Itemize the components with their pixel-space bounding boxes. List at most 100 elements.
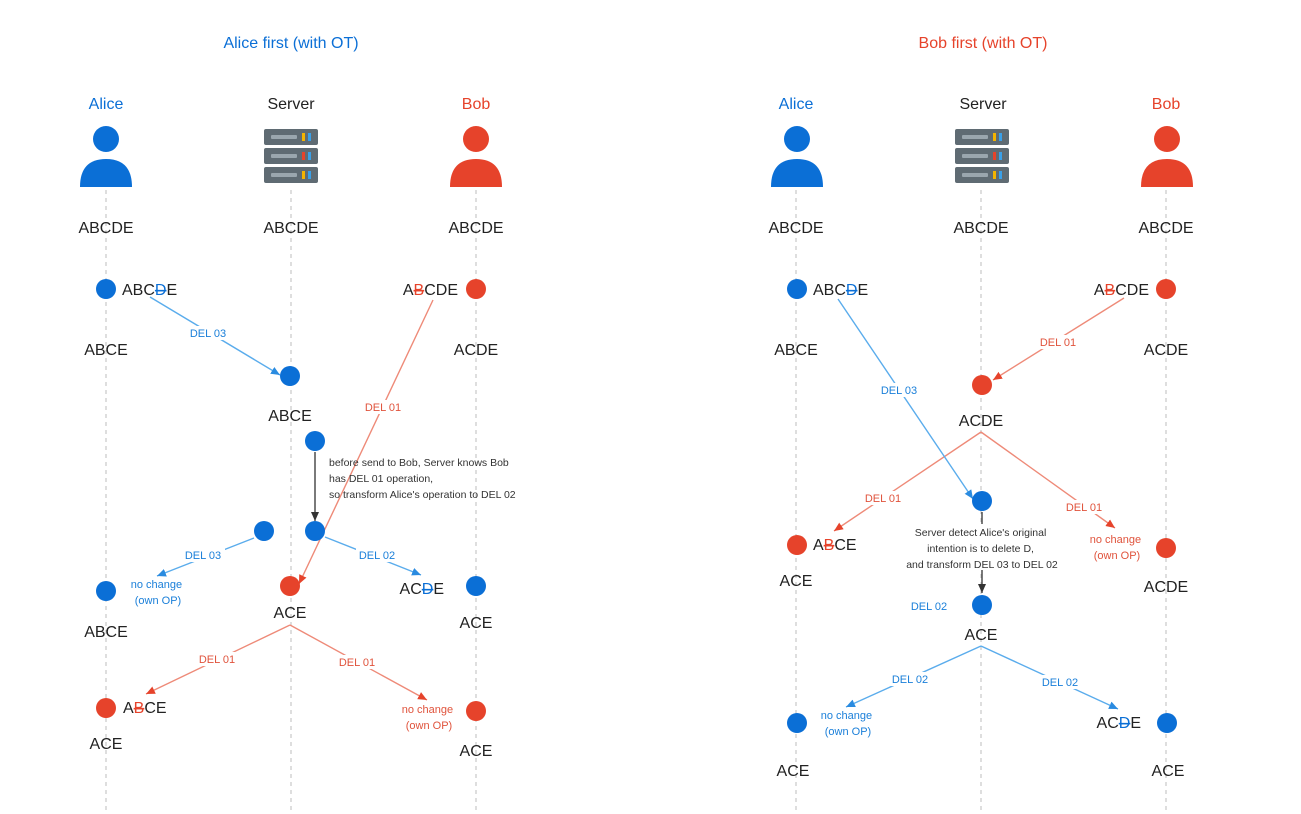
left-server-transform-dot [305,431,325,451]
right-server-initial: ABCDE [953,220,1008,237]
right-header-alice: Alice [779,96,814,113]
label-bg [356,548,400,562]
right-bob-recv-text: ACDE [1097,715,1141,732]
deleted-char: D [155,282,167,299]
deleted-char: B [824,537,835,554]
label-bg [362,400,406,414]
note-bg [905,524,1059,570]
text-part: E [857,282,868,299]
text-part: A [1094,282,1105,299]
left-no-change-bob: no change (own OP) [402,704,456,732]
right-alice-recv-dot [787,535,807,555]
note-line: no change [131,579,182,591]
label-bg [336,655,380,669]
lifelines [105,190,1167,814]
text-part: A [123,700,134,717]
right-server-icon [955,129,1009,183]
note-line: intention is to delete D, [927,543,1034,555]
right-alice-person-icon [771,126,823,187]
left-bob-final1: ACE [460,615,493,632]
label-bg [181,548,225,562]
right-diagram: Bob first (with OT) Alice Server Bob ABC… [768,35,1193,780]
left-alice-recv-dot [96,698,116,718]
left-del03-label: DEL 03 [190,328,226,340]
right-server-final: ACE [965,627,998,644]
note-line: (own OP) [825,726,871,738]
text-part: AC [400,581,422,598]
text-part: A [813,537,824,554]
right-bob-recv-dot [1157,713,1177,733]
label-bg [877,383,921,397]
left-alice-final: ACE [90,736,123,753]
right-del03-label: DEL 03 [881,385,917,397]
note-line: (own OP) [1094,550,1140,562]
left-server-note: before send to Bob, Server knows Bob has… [329,457,516,501]
left-no-change-alice: no change (own OP) [131,579,185,607]
right-bob-noop-dot [1156,538,1176,558]
left-server-alice-dot [280,366,300,386]
left-alice-recv-text: ABCE [123,700,167,717]
left-del02-label: DEL 02 [359,550,395,562]
right-del02-bob-label: DEL 02 [1042,677,1078,689]
left-bob-person-icon [450,126,502,187]
right-alice-recv-text: ABCE [813,537,857,554]
right-bob-initial: ABCDE [1138,220,1193,237]
note-line: before send to Bob, Server knows Bob [329,457,509,469]
right-server-transformed-dot [972,595,992,615]
left-del03-back-label: DEL 03 [185,550,221,562]
right-server-bob-dot [972,375,992,395]
right-del02-side-label: DEL 02 [911,601,947,613]
right-bob-after2: ACDE [1144,579,1188,596]
text-part: CDE [424,282,458,299]
right-bob-after: ACDE [1144,342,1188,359]
note-line: has DEL 01 operation, [329,473,433,485]
left-title: Alice first (with OT) [223,35,358,52]
right-server-note: Server detect Alice's original intention… [906,527,1058,571]
right-alice-op-text: ABCDE [813,282,868,299]
note-line: Server detect Alice's original [915,527,1047,539]
note-line: and transform DEL 03 to DEL 02 [906,559,1058,571]
right-server-alice-dot [972,491,992,511]
note-line: no change [1090,534,1141,546]
left-header-server: Server [267,96,315,113]
note-line: (own OP) [406,720,452,732]
right-header-bob: Bob [1152,96,1181,113]
right-del01-alice-label: DEL 01 [865,493,901,505]
text-part: CE [834,537,856,554]
label-bg [186,326,230,340]
right-del01-label: DEL 01 [1040,337,1076,349]
left-server-final: ACE [274,605,307,622]
left-header-alice: Alice [89,96,124,113]
right-no-change-bob: no change (own OP) [1090,534,1144,562]
left-server-after-alice: ABCE [268,408,312,425]
right-title: Bob first (with OT) [919,35,1048,52]
right-alice-noop-dot [787,713,807,733]
right-alice-initial: ABCDE [768,220,823,237]
left-del01-label: DEL 01 [365,402,401,414]
note-line: no change [821,710,872,722]
right-alice-after: ABCE [774,342,818,359]
right-bob-op-text: ABCDE [1094,282,1149,299]
left-server-transformed-dot [305,521,325,541]
label-bg [1036,335,1080,349]
right-alice-op-dot [787,279,807,299]
left-alice-op-dot [96,279,116,299]
deleted-char: D [422,581,434,598]
right-bob-person-icon [1141,126,1193,187]
right-server-after-bob: ACDE [959,413,1003,430]
text-part: A [403,282,414,299]
text-part: E [433,581,444,598]
deleted-char: D [846,282,858,299]
left-bob-recv-text: ACDE [400,581,444,598]
text-part: AC [1097,715,1119,732]
right-bob-final: ACE [1152,763,1185,780]
right-del01-alice-arrow [833,431,982,532]
left-diagram: Alice first (with OT) Alice Server Bob A… [78,35,515,760]
left-bob-noop-dot [466,701,486,721]
left-alice-initial: ABCDE [78,220,133,237]
text-part: E [1130,715,1141,732]
left-del01-bob-label: DEL 01 [339,657,375,669]
label-bg [1062,500,1106,514]
label-bg [861,491,905,505]
